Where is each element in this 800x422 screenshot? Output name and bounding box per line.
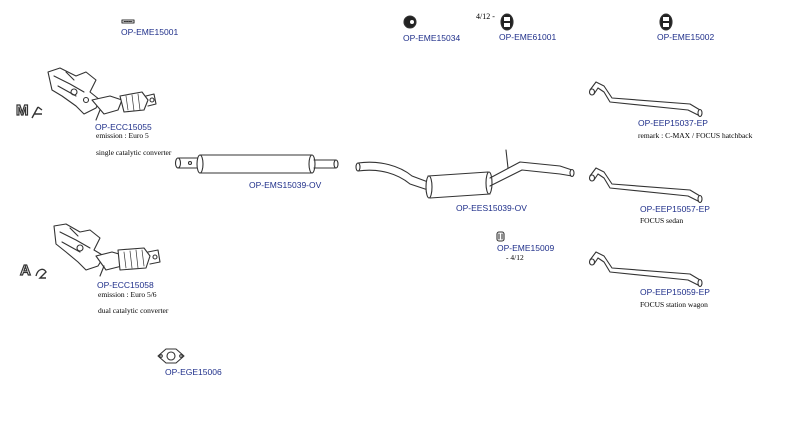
part-code-tail-1[interactable]: OP-EEP15037-EP	[638, 118, 708, 128]
part-code-clamp[interactable]: OP-EME15009	[497, 243, 555, 253]
cat-auto-type-note: dual catalytic converter	[98, 306, 169, 315]
catalytic-converter-manual-part[interactable]	[47, 67, 157, 121]
gasket-part[interactable]	[157, 348, 185, 364]
rubber-ring-part[interactable]	[403, 15, 417, 29]
rear-silencer-part[interactable]	[355, 149, 575, 199]
part-code-rubber-ring[interactable]: OP-EME15034	[403, 33, 461, 43]
part-code-hanger-top[interactable]: OP-EME61001	[499, 32, 557, 42]
rubber-mount-small-part[interactable]	[121, 19, 135, 24]
hanger-right-part[interactable]	[659, 13, 673, 31]
page-reference: 4/12 -	[476, 12, 495, 21]
catalytic-converter-auto-part[interactable]	[53, 223, 161, 277]
tail-2-remark: FOCUS sedan	[640, 216, 684, 225]
part-code-hanger-right[interactable]: OP-EME15002	[657, 32, 715, 42]
cat-manual-emission-note: emission : Euro 5	[96, 131, 149, 140]
tail-pipe-1-part[interactable]	[588, 81, 703, 118]
tail-pipe-3-part[interactable]	[588, 251, 703, 288]
part-code-tail-2[interactable]: OP-EEP15057-EP	[640, 204, 710, 214]
tail-3-remark: FOCUS station wagon	[640, 300, 708, 309]
front-silencer-part[interactable]	[174, 154, 339, 174]
clamp-reference-note: - 4/12	[506, 253, 524, 262]
manual-gear-icon	[31, 106, 43, 119]
part-code-rubber-small[interactable]: OP-EME15001	[121, 27, 179, 37]
automatic-transmission-label: A	[19, 261, 32, 279]
part-code-gasket[interactable]: OP-EGE15006	[165, 367, 222, 377]
part-code-front-silencer[interactable]: OP-EMS15039-OV	[249, 180, 322, 190]
cat-auto-emission-note: emission : Euro 5/6	[98, 290, 157, 299]
automatic-gear-icon	[35, 268, 47, 279]
tail-1-remark: remark : C-MAX / FOCUS hatchback	[638, 131, 753, 140]
clamp-part[interactable]	[496, 231, 505, 242]
part-code-tail-3[interactable]: OP-EEP15059-EP	[640, 287, 710, 297]
tail-pipe-2-part[interactable]	[588, 167, 703, 204]
hanger-top-part[interactable]	[500, 13, 514, 31]
part-code-rear-silencer[interactable]: OP-EES15039-OV	[456, 203, 527, 213]
cat-manual-type-note: single catalytic converter	[96, 148, 172, 157]
part-code-cat-auto[interactable]: OP-ECC15058	[97, 280, 154, 290]
manual-transmission-label: M	[15, 101, 30, 119]
part-code-cat-manual[interactable]: OP-ECC15055	[95, 122, 152, 132]
